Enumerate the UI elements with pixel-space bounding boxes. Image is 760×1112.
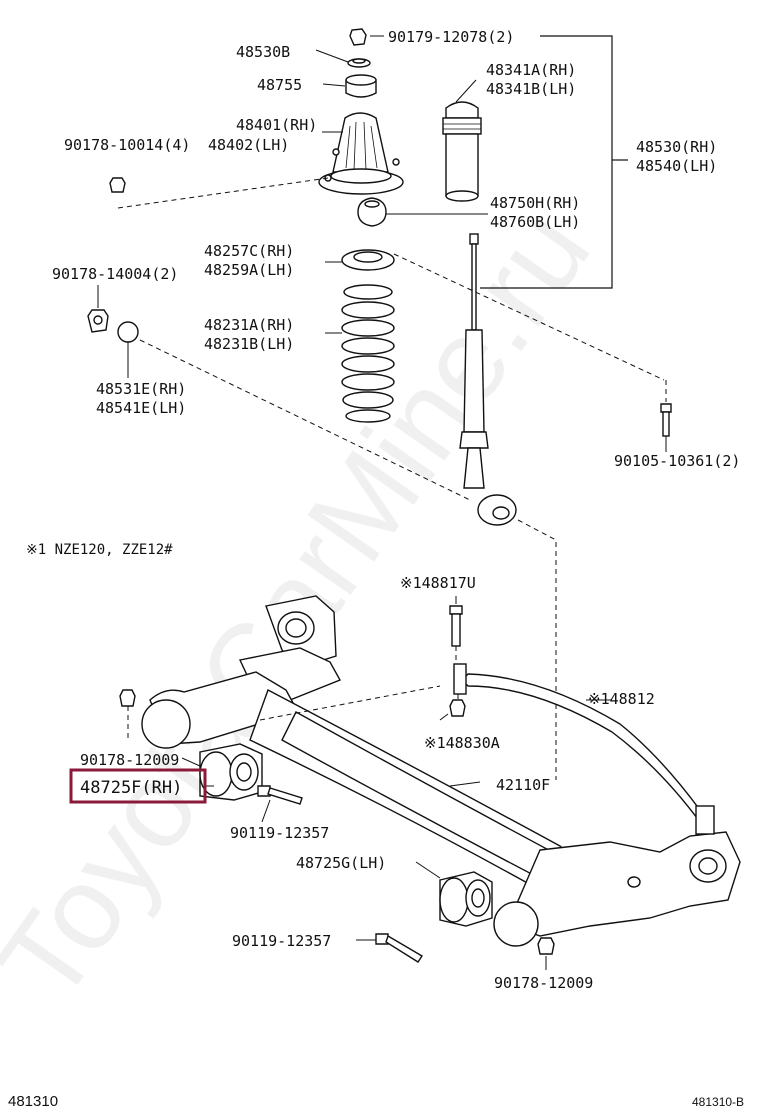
label-48401[interactable]: 48401(RH) [236, 116, 317, 134]
label-90178-14004[interactable]: 90178-14004(2) [52, 265, 178, 283]
label-90105-10361[interactable]: 90105-10361(2) [614, 452, 740, 470]
label-48531e[interactable]: 48531E(RH) [96, 380, 186, 398]
leader-48341 [455, 79, 477, 103]
leader-48530b [315, 49, 349, 63]
label-48540-lh[interactable]: 48540(LH) [636, 157, 717, 175]
label-48541e[interactable]: 48541E(LH) [96, 399, 186, 417]
label-48530b[interactable]: 48530B [236, 43, 290, 61]
stabilizer-nut-part[interactable] [449, 699, 466, 717]
bound-stopper-part[interactable] [442, 101, 482, 202]
applicability-note: ※1 NZE120, ZZE12# [26, 542, 173, 558]
beam-bushing-housing-lh [493, 901, 539, 947]
leader-48755 [322, 83, 346, 87]
label-48725g[interactable]: 48725G(LH) [296, 854, 386, 872]
bushing-48725f-part[interactable] [199, 743, 263, 801]
support-nut-part[interactable] [109, 177, 126, 193]
label-48402[interactable]: 48402(LH) [208, 136, 289, 154]
strut-nut-part[interactable] [349, 28, 367, 46]
label-48750h[interactable]: 48750H(RH) [490, 194, 580, 212]
suspension-support-part[interactable] [318, 112, 404, 195]
leader-90119a [261, 799, 271, 823]
beam-bolt-rh-part[interactable] [257, 785, 303, 805]
spring-seat-part[interactable] [341, 249, 395, 271]
leader-42110f [449, 781, 481, 787]
bushing-48725g-part[interactable] [439, 871, 493, 927]
label-42110f[interactable]: 42110F [496, 776, 550, 794]
leader-48830a [439, 713, 449, 721]
beam-bolt-lh-part[interactable] [375, 933, 423, 963]
stabilizer-bolt-part[interactable] [449, 605, 463, 647]
label-48257c[interactable]: 48257C(RH) [204, 242, 294, 260]
shock-nut-part[interactable] [87, 309, 109, 333]
support-cushion-part[interactable] [345, 74, 377, 98]
diagram-code-left: 481310 [8, 1093, 58, 1110]
coil-spring-part[interactable] [341, 284, 395, 423]
label-48530-rh[interactable]: 48530(RH) [636, 138, 717, 156]
beam-bushing-housing-rh [141, 699, 191, 749]
label-90178-12009-lower[interactable]: 90178-12009 [494, 974, 593, 992]
label-48341a[interactable]: 48341A(RH) [486, 61, 576, 79]
shock-top-guide-line [393, 253, 665, 381]
label-48812[interactable]: ※148812 [588, 690, 655, 708]
label-90179-12078[interactable]: 90179-12078(2) [388, 28, 514, 46]
label-48231a[interactable]: 48231A(RH) [204, 316, 294, 334]
label-48231b[interactable]: 48231B(LH) [204, 335, 294, 353]
cap-guide-line [139, 339, 471, 501]
strut-assembly-bracket [480, 35, 613, 289]
stabilizer-beam-guide [259, 685, 441, 721]
label-48755[interactable]: 48755 [257, 76, 302, 94]
lower-insulator-part[interactable] [357, 197, 387, 227]
highlight-box-48725f [69, 768, 207, 804]
label-90178-10014[interactable]: 90178-10014(4) [64, 136, 190, 154]
shock-lower-guide-line [517, 519, 557, 780]
label-90119-12357-lower[interactable]: 90119-12357 [232, 932, 331, 950]
label-48830a[interactable]: ※148830A [424, 734, 500, 752]
beam-nut-rh-part[interactable] [119, 689, 136, 707]
shock-absorber-part[interactable] [459, 233, 517, 526]
rear-axle-beam-part[interactable] [149, 595, 741, 937]
bushing-cap-part[interactable] [117, 321, 139, 343]
label-90178-12009-upper[interactable]: 90178-12009 [80, 751, 179, 769]
leader-48725g [415, 861, 441, 879]
leader-90178-12009a [181, 757, 201, 767]
label-48760b[interactable]: 48760B(LH) [490, 213, 580, 231]
label-48725f[interactable]: 48725F(RH) [80, 778, 182, 798]
support-nut-guide-line [117, 177, 329, 209]
stabilizer-bar-part[interactable] [453, 663, 715, 835]
upper-washer-part[interactable] [347, 58, 371, 68]
label-48259a[interactable]: 48259A(LH) [204, 261, 294, 279]
label-48341b[interactable]: 48341B(LH) [486, 80, 576, 98]
label-90119-12357-upper[interactable]: 90119-12357 [230, 824, 329, 842]
diagram-code-right: 481310-B [692, 1095, 744, 1109]
beam-nut-lh-part[interactable] [537, 937, 555, 955]
label-48817u[interactable]: ※148817U [400, 574, 476, 592]
shock-bolt-part[interactable] [660, 403, 672, 437]
